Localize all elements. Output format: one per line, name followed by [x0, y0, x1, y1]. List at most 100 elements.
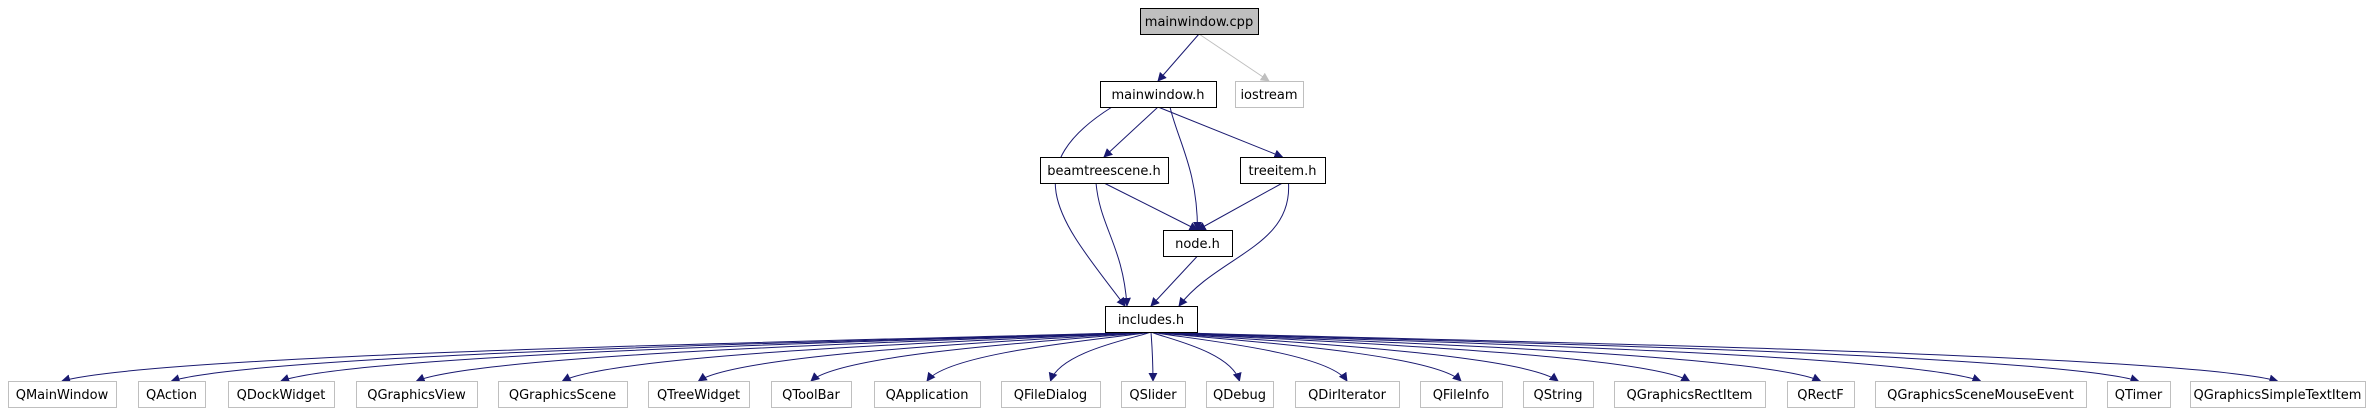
node-label: mainwindow.h	[1112, 88, 1205, 103]
edge-includes_h-to-QFileDialog	[1048, 331, 1152, 382]
edge-includes_h-to-QGraphicsScene	[561, 331, 1152, 382]
node-QAction: QAction	[138, 381, 206, 408]
node-box	[1001, 381, 1101, 408]
node-QFileDialog: QFileDialog	[1001, 381, 1101, 408]
node-label: QGraphicsScene	[509, 388, 616, 403]
edge-includes_h-to-QDebug	[1150, 331, 1242, 382]
node-label: QMainWindow	[16, 388, 109, 403]
node-label: treeitem.h	[1249, 164, 1317, 179]
node-QTreeWidget: QTreeWidget	[648, 381, 750, 408]
node-label: beamtreescene.h	[1047, 164, 1161, 179]
edge-includes_h-to-QSlider	[1148, 331, 1158, 382]
node-box	[1121, 381, 1186, 408]
node-box	[1100, 81, 1217, 108]
edge-includes_h-to-QApplication	[926, 331, 1152, 382]
node-QMainWindow: QMainWindow	[8, 381, 117, 408]
node-box	[1420, 381, 1503, 408]
node-label: QGraphicsRectItem	[1627, 388, 1753, 403]
graph-edges	[61, 33, 2279, 384]
node-label: QAction	[146, 388, 197, 403]
edge-treeitem_h-to-node_h	[1196, 182, 1283, 231]
edge-beamtreescene_h-to-node_h	[1103, 182, 1199, 231]
edge-includes_h-to-QTreeWidget	[697, 331, 1152, 382]
node-box	[648, 381, 750, 408]
edge-includes_h-to-QFileInfo	[1150, 331, 1462, 382]
node-box	[1614, 381, 1766, 408]
node-box	[228, 381, 335, 408]
node-QRectF: QRectF	[1787, 381, 1855, 408]
edge-includes_h-to-QGraphicsRectItem	[1150, 331, 1691, 382]
node-QGraphicsView: QGraphicsView	[356, 381, 478, 408]
node-label: QDirIterator	[1308, 388, 1386, 403]
edge-mainwindow_h-to-includes_h	[1054, 106, 1126, 307]
edge-includes_h-to-QGraphicsSceneMouseEvent	[1150, 331, 1982, 383]
node-box	[1163, 230, 1233, 257]
node-label: node.h	[1175, 237, 1220, 252]
graph-nodes: mainwindow.cpp mainwindow.h iostream beamtr…	[8, 8, 2366, 408]
node-label: QGraphicsSceneMouseEvent	[1887, 388, 2074, 403]
node-box	[874, 381, 981, 408]
edge-mainwindow_cpp-to-iostream	[1198, 33, 1270, 82]
node-label: QGraphicsSimpleTextItem	[2194, 388, 2362, 403]
node-box	[1206, 381, 1274, 408]
edge-mainwindow_h-to-beamtreescene_h	[1103, 106, 1159, 158]
node-QDirIterator: QDirIterator	[1295, 381, 1400, 408]
node-QFileInfo: QFileInfo	[1420, 381, 1503, 408]
node-label: includes.h	[1118, 313, 1184, 328]
node-box	[771, 381, 852, 408]
edge-beamtreescene_h-to-includes_h	[1095, 182, 1131, 307]
node-box	[1140, 8, 1259, 35]
node-mainwindow_h[interactable]: mainwindow.h	[1100, 81, 1217, 108]
node-box	[1523, 381, 1594, 408]
node-QToolBar: QToolBar	[771, 381, 852, 408]
node-box	[1235, 81, 1304, 108]
edge-mainwindow_h-to-node_h	[1169, 106, 1202, 231]
node-node_h[interactable]: node.h	[1163, 230, 1233, 257]
edge-includes_h-to-QGraphicsView	[415, 331, 1152, 383]
node-QApplication: QApplication	[874, 381, 981, 408]
node-QString: QString	[1523, 381, 1594, 408]
node-box	[356, 381, 478, 408]
node-label: QFileInfo	[1433, 388, 1490, 403]
node-label: mainwindow.cpp	[1145, 15, 1253, 30]
node-iostream: iostream	[1235, 81, 1304, 108]
node-treeitem_h[interactable]: treeitem.h	[1240, 157, 1326, 184]
node-label: QApplication	[886, 388, 969, 403]
node-label: QSlider	[1129, 388, 1177, 403]
node-label: QTimer	[2115, 388, 2163, 403]
node-QGraphicsScene: QGraphicsScene	[498, 381, 628, 408]
node-QSlider: QSlider	[1121, 381, 1186, 408]
node-label: QDockWidget	[237, 388, 326, 403]
edge-includes_h-to-QDirIterator	[1150, 331, 1348, 382]
edge-mainwindow_cpp-to-mainwindow_h	[1157, 33, 1200, 82]
node-label: QFileDialog	[1014, 388, 1087, 403]
node-box	[1240, 157, 1326, 184]
node-QGraphicsSimpleTextItem: QGraphicsSimpleTextItem	[2190, 381, 2366, 408]
node-QTimer: QTimer	[2107, 381, 2171, 408]
node-beamtreescene_h[interactable]: beamtreescene.h	[1040, 157, 1169, 184]
node-box	[2190, 381, 2366, 408]
node-QDockWidget: QDockWidget	[228, 381, 335, 408]
node-label: QString	[1533, 388, 1582, 403]
node-box	[2107, 381, 2171, 408]
node-label: QGraphicsView	[367, 388, 466, 403]
edge-node_h-to-includes_h	[1150, 255, 1198, 307]
node-QGraphicsRectItem: QGraphicsRectItem	[1614, 381, 1766, 408]
node-box	[1875, 381, 2087, 408]
node-box	[1787, 381, 1855, 408]
edge-includes_h-to-QToolBar	[810, 331, 1152, 382]
edge-includes_h-to-QGraphicsSimpleTextItem	[1150, 331, 2279, 384]
node-mainwindow_cpp[interactable]: mainwindow.cpp	[1140, 8, 1259, 35]
edge-mainwindow_h-to-treeitem_h	[1157, 106, 1284, 159]
node-label: iostream	[1240, 88, 1297, 103]
node-box	[8, 381, 117, 408]
node-label: QDebug	[1213, 388, 1266, 403]
node-includes_h[interactable]: includes.h	[1105, 306, 1198, 333]
node-QGraphicsSceneMouseEvent: QGraphicsSceneMouseEvent	[1875, 381, 2087, 408]
edge-includes_h-to-QString	[1150, 331, 1559, 382]
node-label: QToolBar	[782, 388, 840, 403]
node-label: QRectF	[1797, 388, 1843, 403]
node-box	[138, 381, 206, 408]
edge-treeitem_h-to-includes_h	[1178, 182, 1290, 307]
